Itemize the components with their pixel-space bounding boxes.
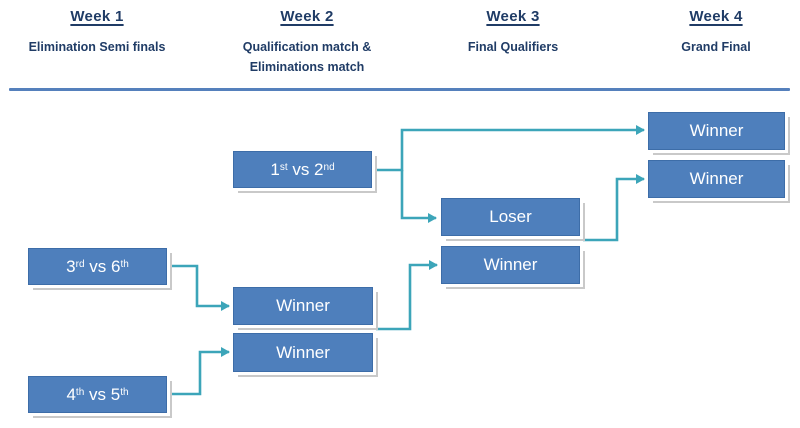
week4-winner-box-top: Winner (648, 112, 785, 150)
match-label: 3rd vs 6th (66, 256, 129, 276)
week-2-subtitle: Qualification match & (242, 40, 372, 54)
connector-week3-to-grandfinal-winner (583, 174, 645, 242)
week-2-subtitle-line2: Eliminations match (249, 60, 365, 74)
winner-label: Winner (483, 255, 538, 274)
connector-1v2-to-grandfinal-winner (373, 125, 645, 172)
match-label: 4th vs 5th (66, 384, 129, 404)
week-4-header: Week 4 Grand Final (616, 8, 800, 57)
winner-label: Winner (276, 342, 330, 362)
week3-winner-box: Winner (441, 246, 580, 284)
winner-label: Winner (689, 121, 744, 140)
header-divider-line (9, 88, 790, 91)
week-3-title: Week 3 (486, 8, 540, 25)
match-box-1st-vs-2nd: 1st vs 2nd (233, 151, 372, 188)
loser-label: Loser (489, 207, 532, 226)
connector-1v2-to-loser (400, 170, 437, 223)
week-4-subtitle: Grand Final (681, 40, 751, 54)
connector-week2-winners-to-week3-winner (376, 260, 438, 331)
winner-label: Winner (276, 296, 330, 315)
match-box-4th-vs-5th: 4th vs 5th (28, 376, 167, 413)
week-1-title: Week 1 (70, 8, 124, 25)
week2-winner-box-bottom: Winner (233, 333, 373, 372)
week-3-subtitle: Final Qualifiers (467, 40, 559, 54)
connector-4v5-to-winner (168, 347, 230, 396)
winner-label: Winner (689, 169, 744, 188)
week-4-title: Week 4 (689, 8, 743, 25)
week2-winner-box-top: Winner (233, 287, 373, 325)
match-label: 1st vs 2nd (270, 159, 335, 179)
week-1-header: Week 1 Elimination Semi finals (0, 8, 197, 57)
week-1-subtitle: Elimination Semi finals (28, 40, 166, 54)
week4-winner-box-bottom: Winner (648, 160, 785, 198)
week-3-header: Week 3 Final Qualifiers (413, 8, 613, 57)
connector-3v6-to-winner (168, 264, 230, 311)
week3-loser-box: Loser (441, 198, 580, 236)
match-box-3rd-vs-6th: 3rd vs 6th (28, 248, 167, 285)
week-2-header: Week 2 Qualification match & Elimination… (207, 8, 407, 77)
week-2-title: Week 2 (280, 8, 334, 25)
